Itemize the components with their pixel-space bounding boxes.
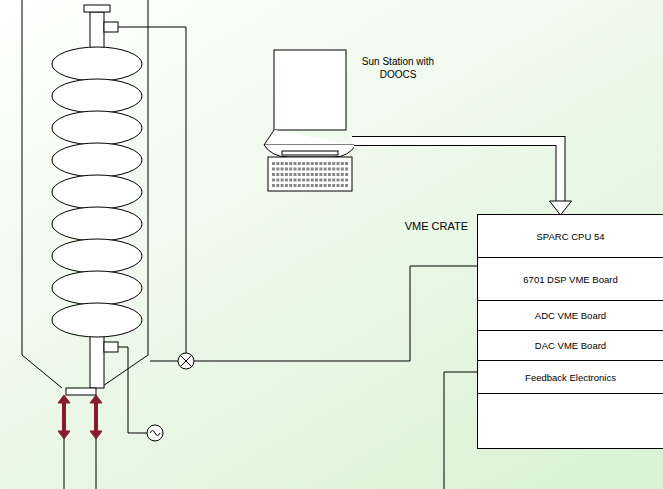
- board-slot: 6701 DSP VME Board: [478, 258, 663, 301]
- node-label: SPARC CPU 54: [533, 231, 609, 242]
- vme-crate: VME CRATESPARC CPU 546701 DSP VME BoardA…: [477, 214, 663, 449]
- node-label: DAC VME Board: [531, 340, 610, 351]
- board-slot: SPARC CPU 54: [478, 215, 663, 258]
- node-label: VME CRATE: [405, 220, 468, 232]
- workstation: Sun Station with DOOCS: [262, 45, 442, 193]
- node-label: ADC VME Board: [531, 310, 610, 321]
- board-slot: DAC VME Board: [478, 331, 663, 361]
- node-label: Sun Station with DOOCS: [360, 55, 436, 81]
- node-label: 6701 DSP VME Board: [519, 274, 621, 285]
- node-label: Feedback Electronics: [521, 372, 620, 383]
- board-slot: ADC VME Board: [478, 301, 663, 331]
- workstation-icon: [262, 45, 354, 193]
- data-arrow: [352, 141, 572, 215]
- board-slot: Feedback Electronics: [478, 361, 663, 394]
